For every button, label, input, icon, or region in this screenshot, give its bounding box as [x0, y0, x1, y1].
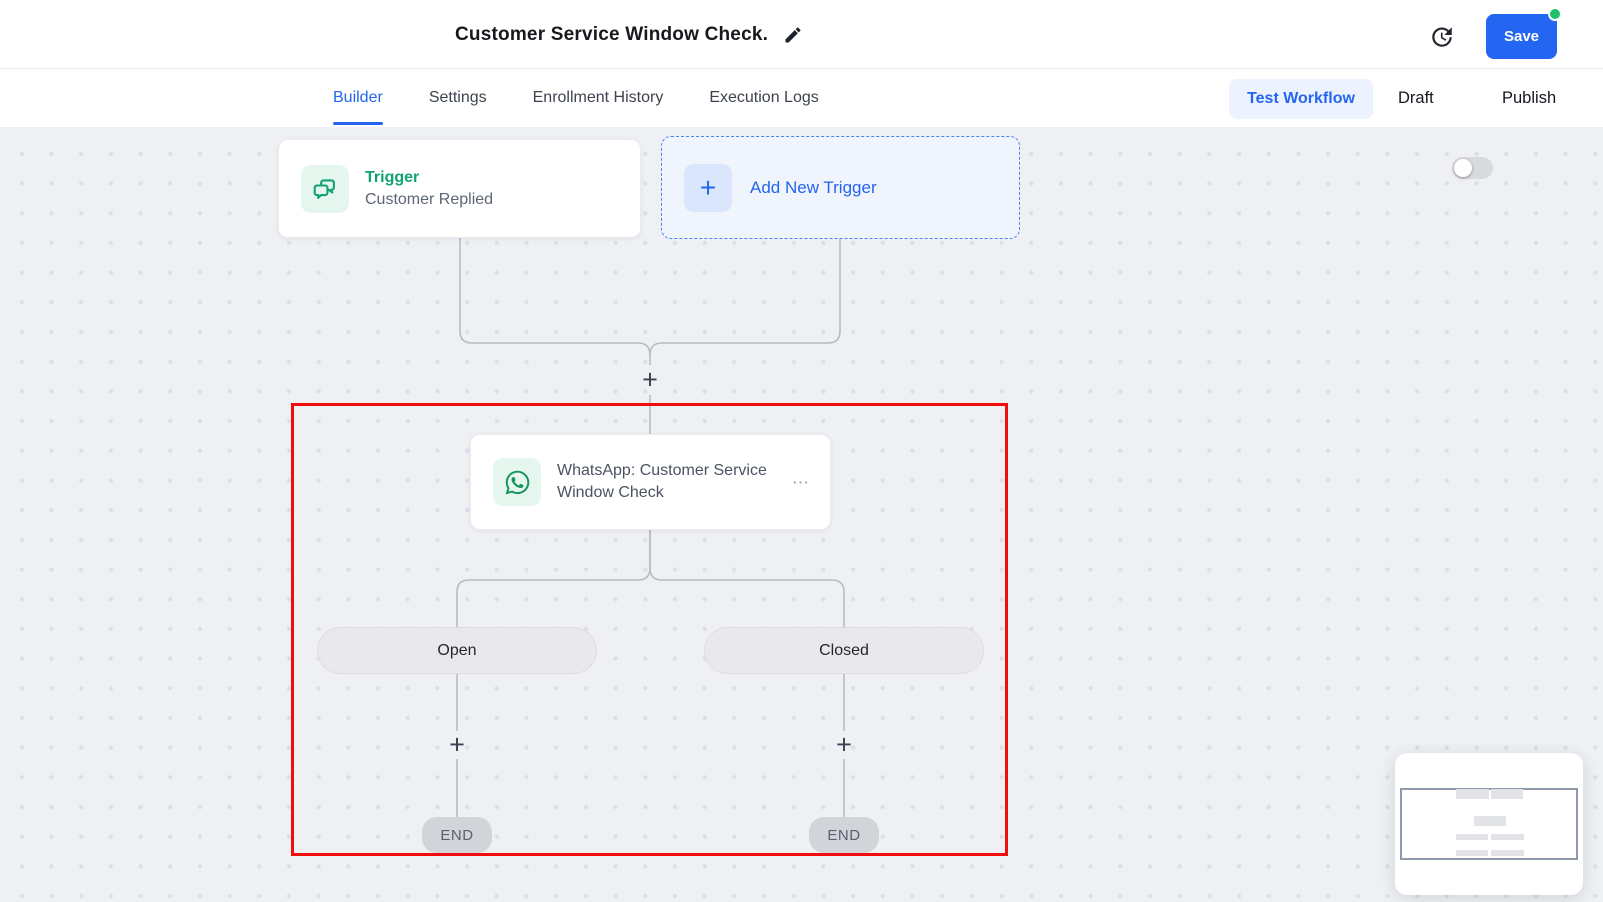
edge-trigger-right [650, 239, 840, 355]
branch-label-closed: Closed [704, 627, 984, 674]
chat-bubbles-icon [301, 165, 349, 213]
draft-label: Draft [1398, 69, 1434, 127]
minimap-node [1456, 850, 1488, 856]
version-history-button[interactable] [1428, 23, 1456, 51]
trigger-text: Trigger Customer Replied [365, 169, 493, 209]
minimap-node [1456, 834, 1488, 840]
end-node-closed: END [809, 817, 879, 853]
publish-label: Publish [1502, 69, 1556, 127]
minimap[interactable] [1395, 753, 1583, 895]
minimap-node [1456, 789, 1489, 799]
edge-trigger-left [460, 238, 650, 365]
trigger-node-card[interactable]: Trigger Customer Replied [278, 139, 641, 238]
end-node-open: END [422, 817, 492, 853]
card-menu-button[interactable]: ⋯ [790, 470, 812, 495]
publish-toggle[interactable] [1452, 157, 1493, 179]
edge-split-right [650, 530, 844, 627]
edge-split-left [457, 530, 650, 627]
whatsapp-node-card[interactable]: WhatsApp: Customer Service Window Check … [470, 434, 831, 530]
header: Customer Service Window Check. Save [0, 0, 1603, 69]
tab-enrollment-history[interactable]: Enrollment History [533, 69, 664, 127]
tab-bar: Builder Settings Enrollment History Exec… [0, 69, 1603, 127]
add-step-button-merge[interactable]: + [642, 367, 658, 394]
trigger-type-label: Trigger [365, 169, 493, 187]
whatsapp-card-title: WhatsApp: Customer Service Window Check [557, 460, 774, 505]
edit-title-button[interactable] [783, 25, 803, 45]
add-step-button-closed-branch[interactable]: + [836, 732, 852, 759]
tab-execution-logs[interactable]: Execution Logs [709, 69, 818, 127]
minimap-node [1474, 816, 1506, 826]
minimap-node [1491, 850, 1524, 856]
save-button[interactable]: Save [1486, 14, 1557, 59]
add-step-button-open-branch[interactable]: + [449, 732, 465, 759]
toggle-knob [1454, 159, 1472, 177]
workflow-canvas[interactable]: Trigger Customer Replied + Add New Trigg… [0, 127, 1603, 902]
title-row: Customer Service Window Check. [455, 0, 803, 69]
tab-settings[interactable]: Settings [429, 69, 487, 127]
pencil-icon [783, 25, 803, 45]
tabs: Builder Settings Enrollment History Exec… [333, 69, 819, 127]
unsaved-changes-badge [1548, 7, 1562, 21]
tab-builder[interactable]: Builder [333, 69, 383, 127]
minimap-node [1491, 834, 1524, 840]
branch-label-open: Open [317, 627, 597, 674]
minimap-node [1491, 789, 1523, 799]
plus-icon: + [684, 164, 732, 212]
add-new-trigger-button[interactable]: + Add New Trigger [661, 136, 1020, 239]
whatsapp-icon [493, 458, 541, 506]
page-title: Customer Service Window Check. [455, 24, 768, 46]
test-workflow-button[interactable]: Test Workflow [1229, 79, 1373, 119]
history-clock-icon [1429, 24, 1455, 50]
trigger-event-label: Customer Replied [365, 191, 493, 209]
add-new-trigger-label: Add New Trigger [750, 178, 877, 198]
